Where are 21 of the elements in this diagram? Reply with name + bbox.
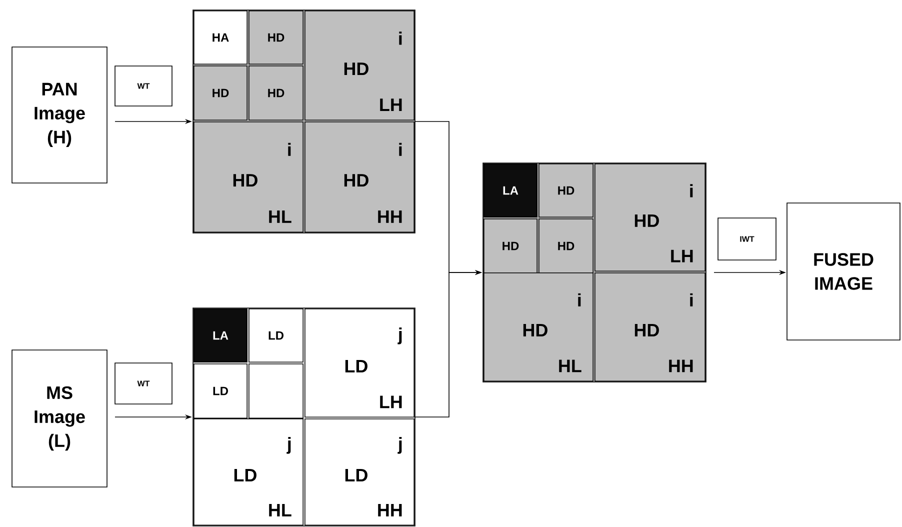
grid-cell: HD (248, 10, 304, 64)
grid-cell: HD (248, 66, 304, 120)
grid-cell: LD (248, 308, 304, 362)
grid-cell: i HD HH (594, 272, 706, 382)
transform-box: IWT (718, 218, 776, 260)
grid-cell: HD (194, 66, 248, 120)
image-box: FUSED IMAGE (786, 202, 900, 340)
image-box: PAN Image (H) (12, 46, 108, 184)
grid-cell: LA (484, 164, 538, 218)
grid-cell: LA (194, 308, 248, 362)
grid-cell: HD (484, 218, 538, 274)
grid-cell: HA (194, 10, 248, 64)
grid-cell: LD (194, 364, 248, 418)
transform-box: WT (114, 66, 172, 106)
grid-cell (248, 364, 304, 418)
grid-cell: HD (538, 164, 594, 218)
grid-cell: i HD HH (304, 122, 414, 232)
grid-cell: j LD HH (304, 418, 414, 526)
transform-box: WT (114, 362, 172, 404)
grid-cell: HD (538, 218, 594, 274)
image-box: MS Image (L) (12, 350, 108, 488)
